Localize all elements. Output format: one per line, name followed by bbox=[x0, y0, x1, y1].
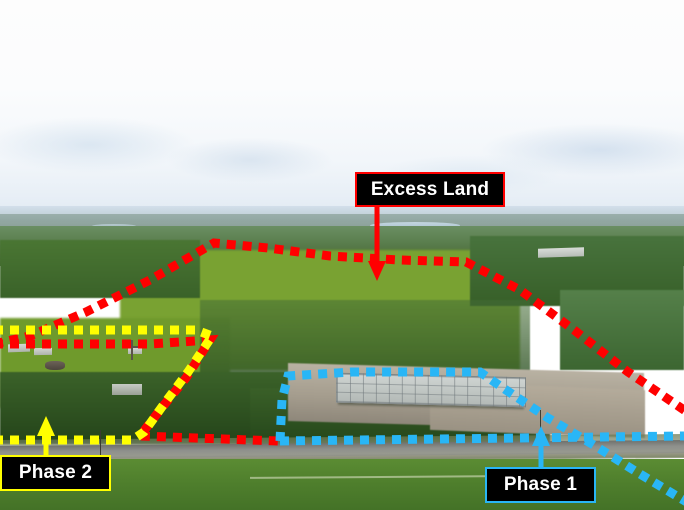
excess-land-boundary bbox=[0, 238, 684, 416]
phase-1-boundary bbox=[275, 367, 684, 506]
outbuilding bbox=[112, 384, 142, 395]
parcel-boundaries bbox=[0, 238, 684, 506]
phase-2-arrow bbox=[37, 416, 55, 455]
callout-phase-1: Phase 1 bbox=[485, 467, 596, 503]
distant-lake bbox=[370, 222, 460, 229]
phase-2-boundary bbox=[0, 325, 219, 444]
sky bbox=[0, 0, 684, 222]
callout-phase-2: Phase 2 bbox=[0, 455, 111, 491]
callout-excess-land-text: Excess Land bbox=[370, 178, 490, 200]
storage-tank bbox=[45, 361, 65, 370]
callout-excess-land: Excess Land bbox=[355, 172, 505, 207]
utility-tower-arm bbox=[122, 346, 142, 348]
foreground-trees bbox=[388, 462, 430, 510]
excess-land-boundary-bottom bbox=[0, 334, 279, 446]
forest-northwest bbox=[0, 240, 200, 298]
callout-phase-2-text: Phase 2 bbox=[18, 462, 93, 483]
callout-phase-1-text: Phase 1 bbox=[503, 474, 578, 495]
utility-tower bbox=[131, 340, 133, 360]
phase-1-arrow bbox=[532, 426, 550, 467]
excess-land-arrow bbox=[368, 207, 386, 281]
outbuilding bbox=[128, 348, 142, 354]
utility-pole bbox=[100, 430, 101, 464]
utility-pole bbox=[540, 410, 541, 440]
phase-1-boundary-bottom bbox=[279, 431, 684, 446]
